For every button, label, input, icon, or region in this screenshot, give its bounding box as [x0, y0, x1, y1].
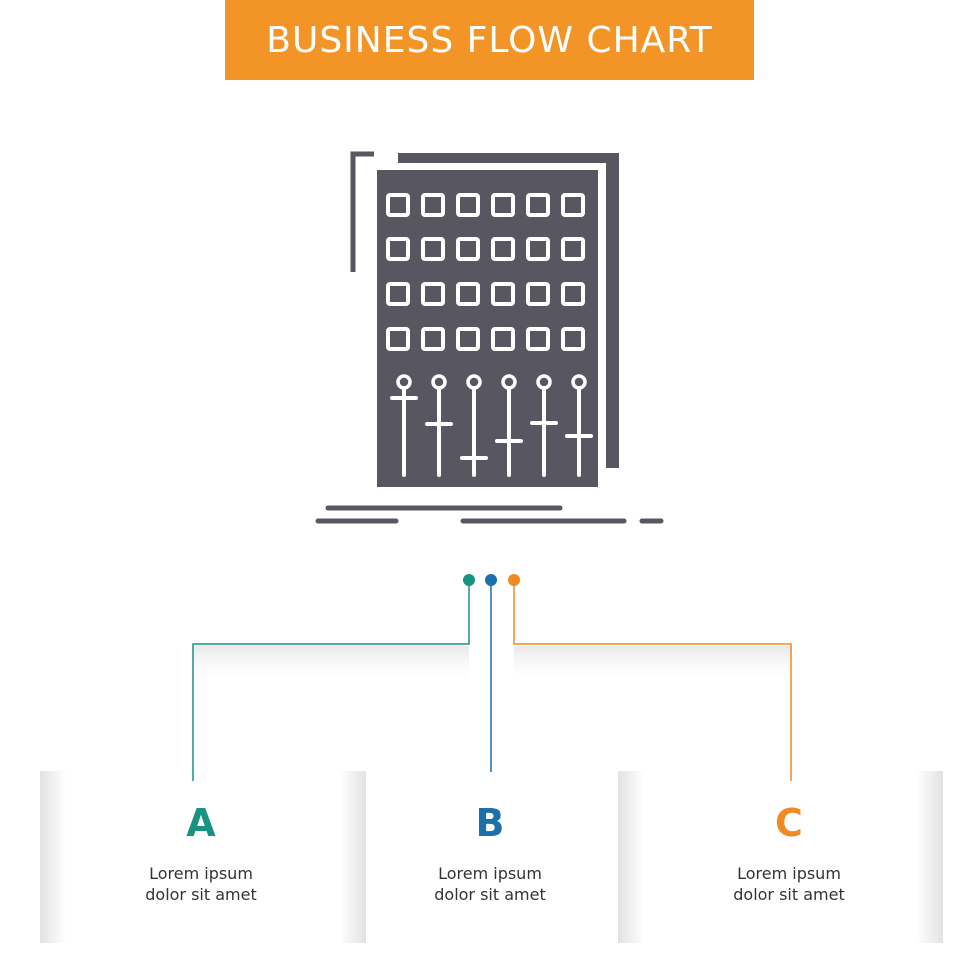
fader-group: [390, 374, 593, 477]
step-letter: A: [186, 801, 216, 845]
step-description: Lorem ipsum dolor sit amet: [628, 863, 950, 905]
mixer-button-square: [526, 193, 550, 217]
panel-shadow: [917, 771, 943, 943]
fader-slider: [460, 374, 488, 477]
mixer-button-square: [386, 237, 410, 261]
fader-slider: [530, 374, 558, 477]
connector-a: [192, 580, 470, 781]
mixer-button-square: [526, 282, 550, 306]
mixer-button-square: [421, 193, 445, 217]
step-letter: B: [475, 801, 505, 845]
mixer-button-square: [456, 193, 480, 217]
step-text-line: Lorem ipsum: [438, 864, 542, 883]
step-text-line: Lorem ipsum: [737, 864, 841, 883]
mixer-button-square: [386, 193, 410, 217]
mixer-button-square: [561, 327, 585, 351]
connector-c: [513, 580, 792, 781]
page-title: BUSINESS FLOW CHART: [266, 19, 713, 61]
step-text-line: dolor sit amet: [733, 885, 845, 904]
title-banner: BUSINESS FLOW CHART: [225, 0, 754, 80]
mixer-button-square: [386, 282, 410, 306]
panel-shadow: [40, 771, 66, 943]
mixer-button-square: [491, 237, 515, 261]
mixer-button-square: [526, 237, 550, 261]
node-a: [463, 574, 475, 586]
mixer-button-square: [421, 327, 445, 351]
mixer-button-square: [456, 327, 480, 351]
mixer-button-square: [491, 282, 515, 306]
mixer-button-square: [561, 193, 585, 217]
step-letter: C: [775, 801, 803, 845]
fader-slider: [565, 374, 593, 477]
node-b: [485, 574, 497, 586]
step-panel-c: C Lorem ipsum dolor sit amet: [628, 771, 950, 943]
panel-shadow: [618, 771, 644, 943]
step-text-line: dolor sit amet: [434, 885, 546, 904]
step-description: Lorem ipsum dolor sit amet: [340, 863, 640, 905]
mixer-button-square: [386, 327, 410, 351]
mixer-button-square: [526, 327, 550, 351]
fader-slider: [495, 374, 523, 477]
fader-slider: [425, 374, 453, 477]
mixer-button-square: [491, 193, 515, 217]
fader-slider: [390, 374, 418, 477]
mixer-button-square: [456, 237, 480, 261]
step-text-line: dolor sit amet: [145, 885, 257, 904]
button-grid: [386, 193, 585, 351]
panel-shadow: [340, 771, 366, 943]
mixer-button-square: [421, 282, 445, 306]
mixer-console-icon: [315, 151, 664, 524]
mixer-button-square: [561, 282, 585, 306]
step-panel-b: B Lorem ipsum dolor sit amet: [340, 771, 640, 943]
mixer-button-square: [491, 327, 515, 351]
mixer-button-square: [421, 237, 445, 261]
node-c: [508, 574, 520, 586]
step-description: Lorem ipsum dolor sit amet: [40, 863, 362, 905]
step-panel-a: A Lorem ipsum dolor sit amet: [40, 771, 362, 943]
mixer-button-square: [561, 237, 585, 261]
mixer-button-square: [456, 282, 480, 306]
step-text-line: Lorem ipsum: [149, 864, 253, 883]
